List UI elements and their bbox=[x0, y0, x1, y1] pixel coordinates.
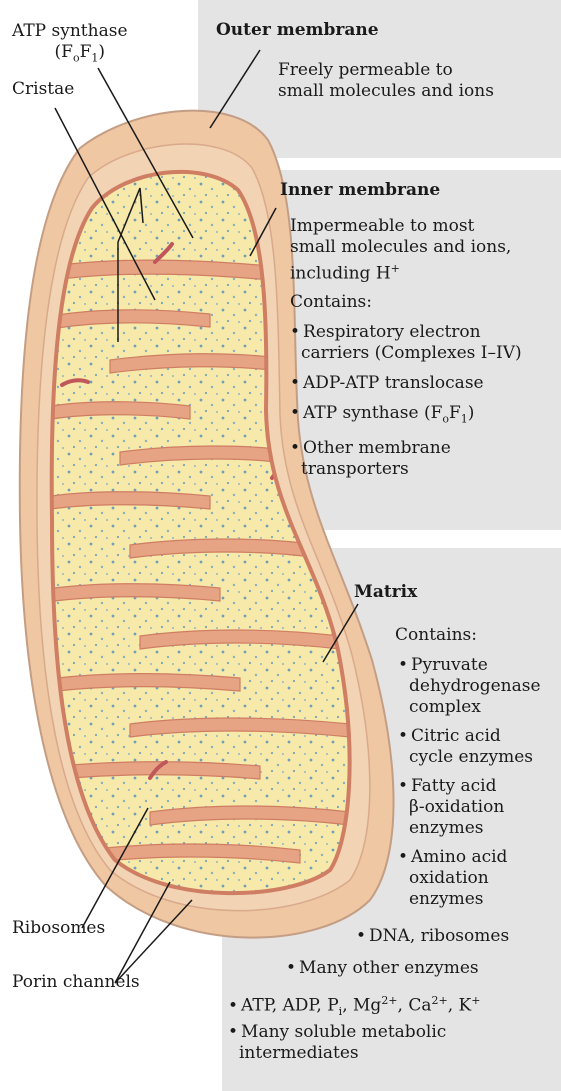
inner-membrane-contains: Contains: bbox=[290, 292, 372, 313]
matrix-item-dna: DNA, ribosomes bbox=[356, 926, 509, 947]
porin-channels-label: Porin channels bbox=[12, 972, 140, 993]
matrix-list-upper: Pyruvate dehydrogenase complex Citric ac… bbox=[398, 655, 541, 910]
ribosomes-label: Ribosomes bbox=[12, 918, 105, 939]
outer-membrane-title: Outer membrane bbox=[216, 20, 379, 41]
matrix-contains: Contains: bbox=[395, 625, 477, 646]
inner-membrane-desc: Impermeable to most small molecules and … bbox=[290, 216, 511, 285]
inner-membrane-list: Respiratory electron carriers (Complexes… bbox=[290, 322, 522, 480]
matrix-item-ions: ATP, ADP, Pi, Mg2+, Ca2+, K+ bbox=[228, 990, 480, 1022]
outer-membrane-desc: Freely permeable to small molecules and … bbox=[278, 60, 494, 102]
inner-membrane-title: Inner membrane bbox=[280, 180, 440, 201]
atp-synthase-label: ATP synthase (FoF1) bbox=[12, 21, 128, 68]
matrix-item-other-enzymes: Many other enzymes bbox=[286, 958, 479, 979]
matrix-item-intermediates: Many soluble metabolic intermediates bbox=[228, 1022, 446, 1064]
cristae-label: Cristae bbox=[12, 79, 74, 100]
matrix-title: Matrix bbox=[354, 582, 417, 603]
